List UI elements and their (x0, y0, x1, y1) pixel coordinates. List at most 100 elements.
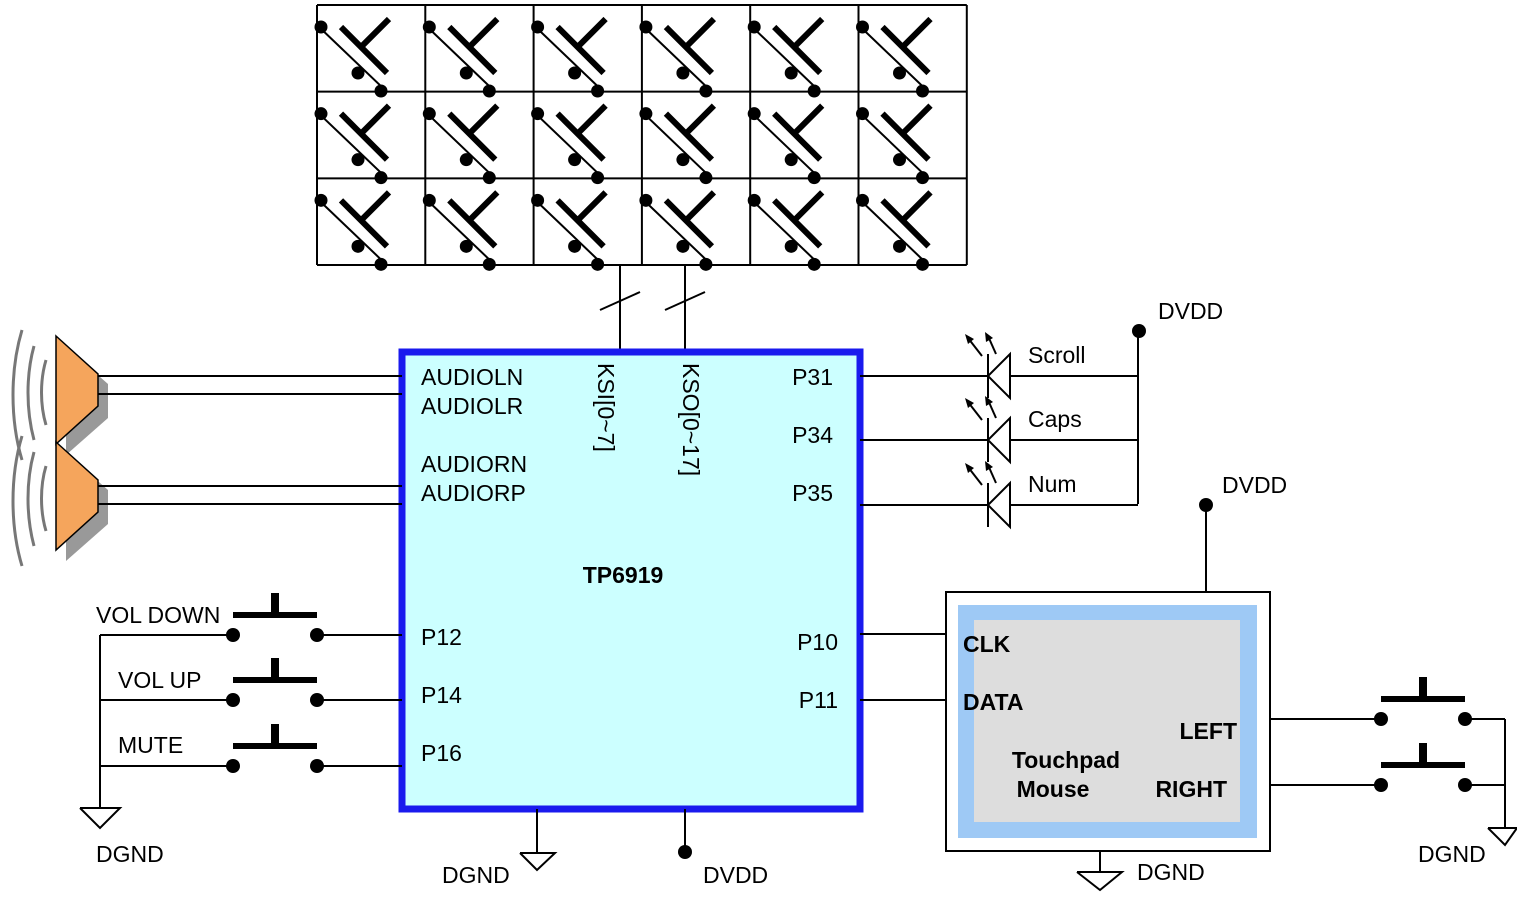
key-switch (422, 190, 500, 271)
chip-body (398, 348, 864, 813)
key-switch-contact (676, 153, 690, 167)
key-switch-cap (792, 190, 825, 223)
key-switch-contact (893, 239, 906, 253)
pin-p11: P11 (799, 687, 838, 713)
key-switch-plunger (447, 24, 498, 76)
key-switch-cap (683, 16, 717, 50)
key-switch-contact (916, 257, 929, 271)
key-switch-contact (482, 84, 496, 98)
key-switch-contact (351, 153, 365, 167)
chip-gnd (519, 809, 558, 872)
key-switch-path (749, 197, 819, 265)
key-switch-cap (683, 103, 717, 136)
led-label-scroll: Scroll (1028, 342, 1086, 368)
key-switch-contact (482, 257, 496, 271)
key-switch-plunger (555, 198, 606, 249)
led (860, 332, 1138, 401)
key-switch-path (641, 110, 711, 178)
key-switch-contact (351, 239, 365, 253)
key-switch (856, 190, 933, 271)
key-switch-cap (358, 103, 392, 136)
key-switch-contact (314, 193, 328, 207)
key-switch-path (641, 24, 711, 91)
touchpad-title-1: Touchpad (1012, 747, 1120, 773)
led-ray-arrow (985, 461, 993, 471)
key-switch-plunger (338, 111, 390, 162)
key-switch-cap (792, 16, 825, 50)
led (860, 396, 1138, 465)
key-switch-contact (784, 66, 798, 80)
key-switch-contact (807, 84, 821, 98)
key-switch (856, 16, 933, 98)
key-switch-path (641, 197, 711, 265)
key-switch (531, 103, 608, 185)
key-switch-plunger (555, 24, 606, 76)
pin-p10: P10 (797, 629, 838, 655)
touchpad-supply-label: DVDD (1222, 472, 1287, 498)
touchpad-data: DATA (963, 689, 1023, 715)
key-switch-cap (575, 103, 608, 136)
key-switch-contact (374, 84, 388, 98)
key-switch-plunger (447, 111, 498, 162)
key-switch-path (316, 197, 386, 265)
key-switch-plunger (772, 111, 823, 162)
key-switch-cap (683, 190, 717, 223)
touchpad-title-2: Mouse (1017, 776, 1090, 802)
led-triangle (986, 480, 1011, 530)
key-switch (531, 16, 608, 98)
key-switch-cap (900, 103, 933, 136)
key-switch-path (316, 24, 386, 91)
key-switch-contact (699, 84, 713, 98)
key-switch (314, 190, 392, 271)
key-switch-contact (531, 20, 545, 34)
key-switch-contact (459, 66, 473, 80)
key-switch-contact (747, 20, 761, 34)
speaker-left (11, 329, 108, 461)
speaker-wires (98, 375, 402, 505)
key-switch-contact (422, 193, 436, 207)
key-switch-contact (591, 84, 605, 98)
key-switch-contact (568, 66, 582, 80)
key-switch-contact (676, 66, 690, 80)
key-switch-contact (807, 257, 821, 271)
key-switch (747, 16, 825, 98)
touchpad-clk: CLK (963, 631, 1011, 657)
touchpad-wires (860, 498, 1213, 892)
led-label-num: Num (1028, 471, 1077, 497)
key-switch-contact (591, 257, 605, 271)
vol-gnd (79, 635, 123, 830)
key-switch-contact (747, 193, 761, 207)
key-switch (314, 103, 392, 185)
key-switch-path (424, 110, 494, 178)
key-switch-contact (531, 193, 545, 207)
mouse-gnd-label: DGND (1418, 841, 1486, 867)
key-switch-plunger (880, 111, 931, 162)
key-switch-contact (531, 107, 545, 121)
mouse-gnd (1487, 719, 1517, 847)
key-switch (314, 16, 392, 98)
key-switch-path (749, 110, 819, 178)
key-switch-contact (591, 171, 605, 185)
touchpad-gnd-label: DGND (1137, 859, 1205, 885)
pin-audiorp: AUDIORP (421, 480, 526, 506)
key-switch-contact (422, 20, 436, 34)
key-switch-path (532, 110, 603, 178)
key-switch-contact (807, 171, 821, 185)
key-switch-cap (467, 190, 500, 223)
vol-up-label: VOL UP (118, 667, 202, 693)
key-switch-plunger (772, 24, 823, 76)
chip-name: TP6919 (583, 562, 664, 588)
mute-label: MUTE (118, 732, 183, 758)
led-ray-arrow (965, 398, 974, 408)
key-switch-path (316, 110, 386, 178)
push-button (226, 724, 324, 773)
key-switch (531, 190, 608, 271)
key-switch-contact (784, 239, 798, 253)
vol-down-label: VOL DOWN (96, 602, 220, 628)
pin-p35: P35 (792, 480, 833, 506)
key-switch-contact (568, 239, 582, 253)
key-switch-contact (374, 257, 388, 271)
key-switch-path (424, 24, 494, 91)
pin-audiorn: AUDIORN (421, 451, 527, 477)
